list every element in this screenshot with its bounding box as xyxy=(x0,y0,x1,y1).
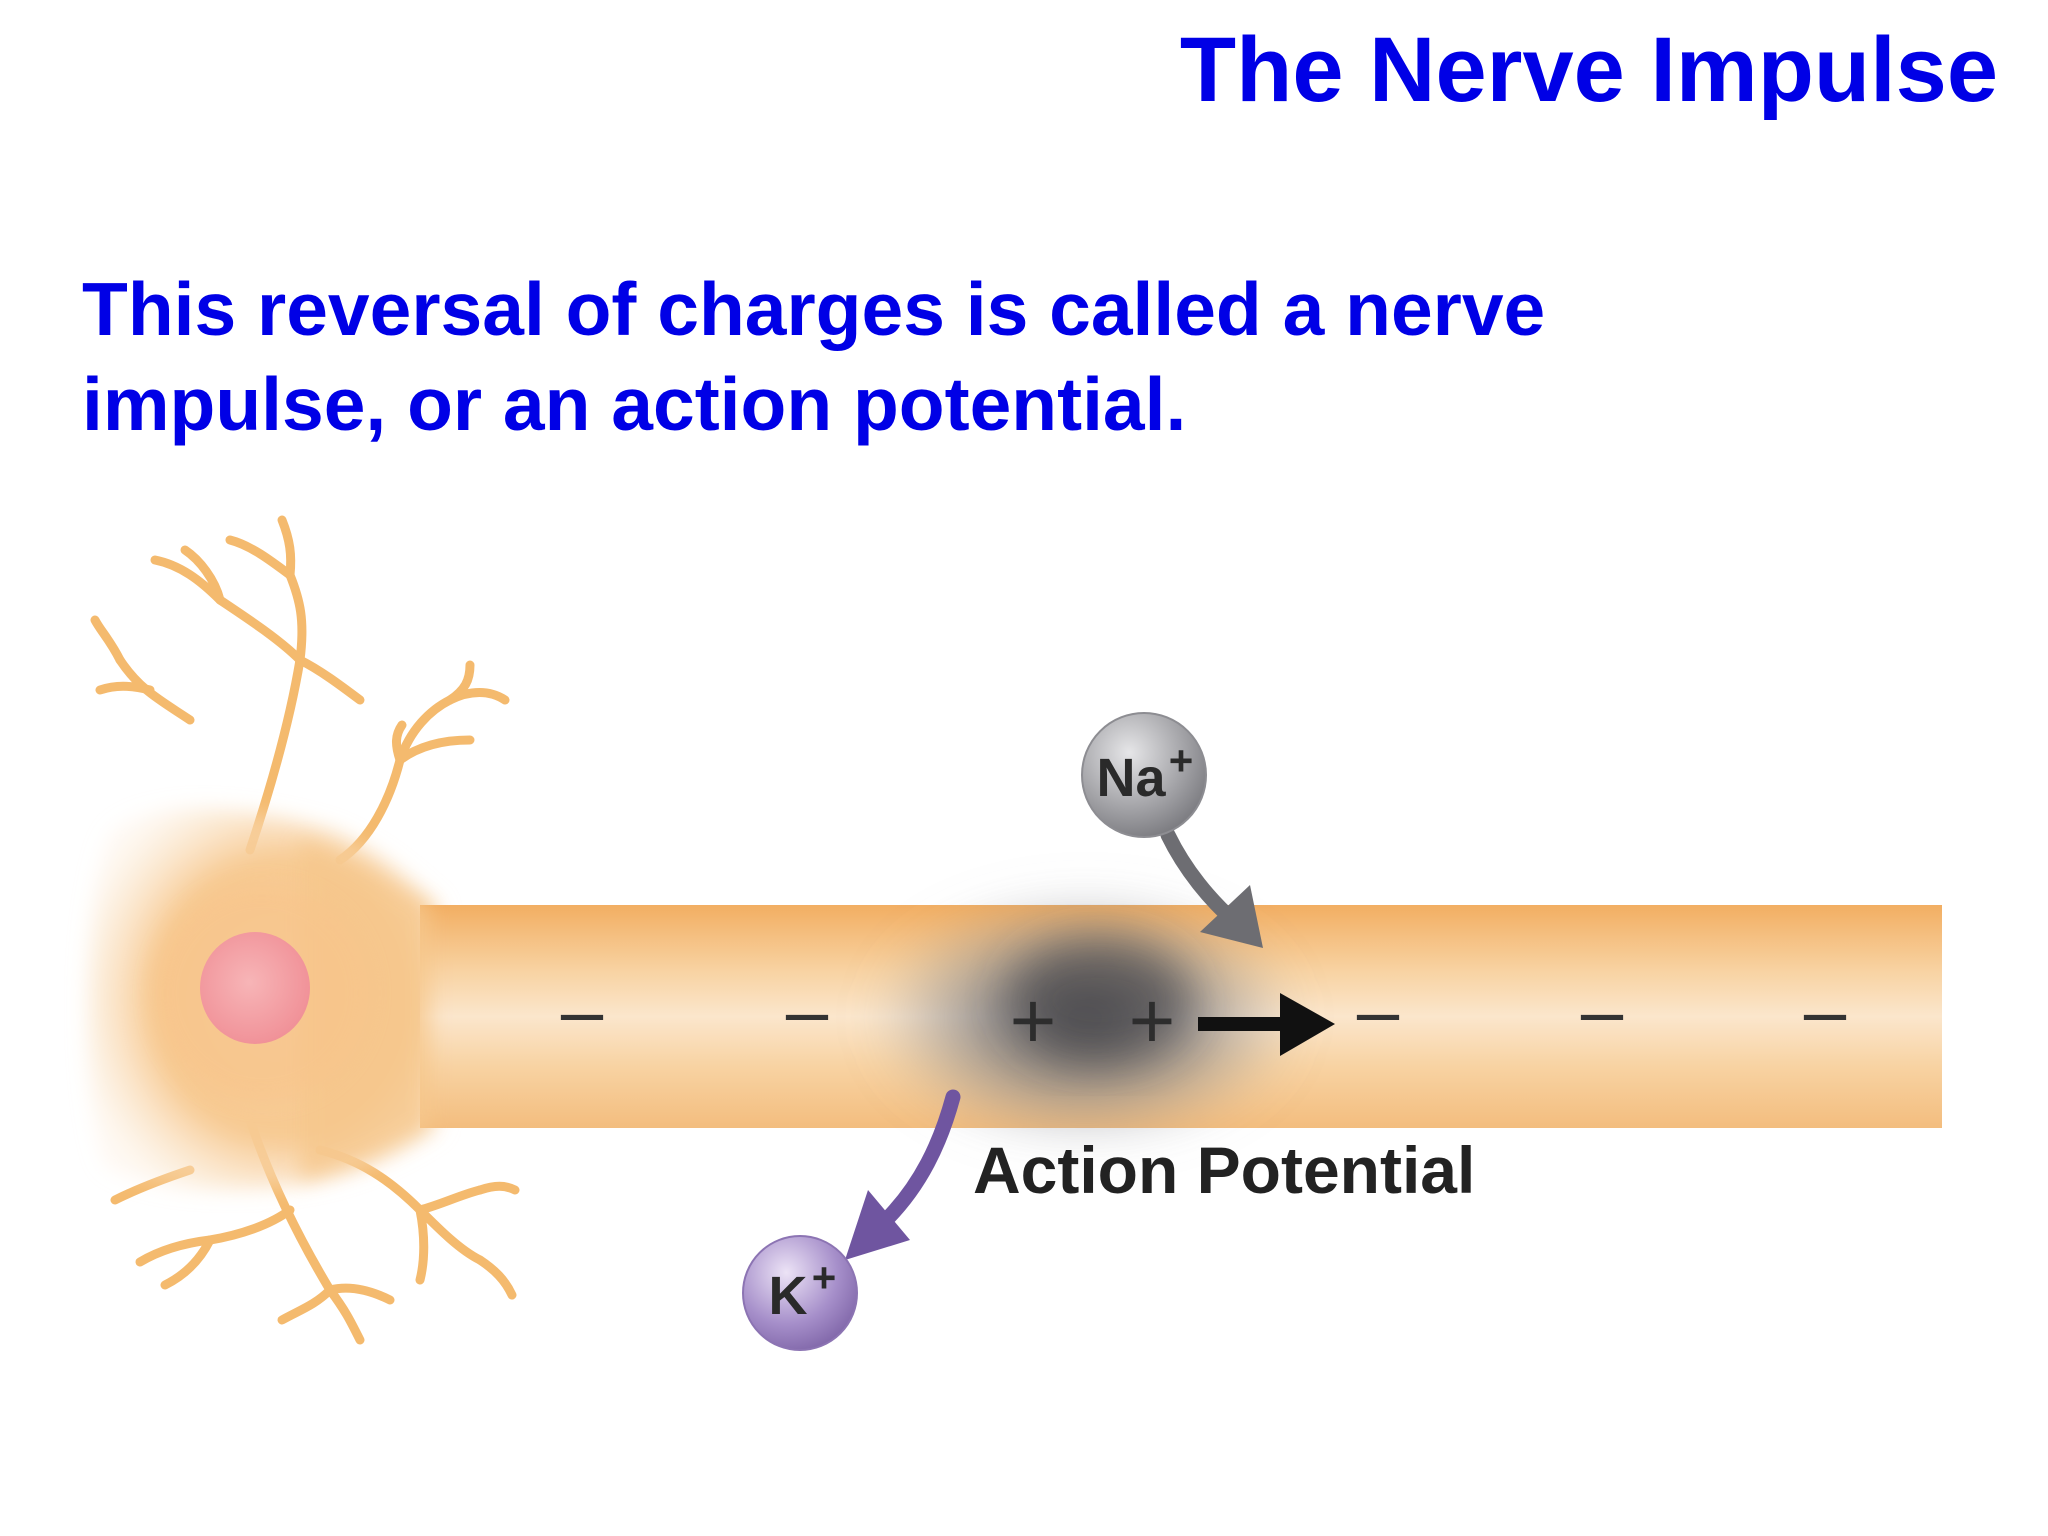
action-potential-region xyxy=(870,890,1300,1146)
propagation-arrow xyxy=(1198,993,1335,1056)
k-efflux-arrow xyxy=(845,1089,961,1260)
sodium-ion-charge: + xyxy=(1169,737,1194,784)
slide-body-text: This reversal of charges is called a ner… xyxy=(82,267,1546,446)
positive-charge: + xyxy=(1010,976,1057,1065)
action-potential-label: Action Potential xyxy=(973,1133,1475,1207)
potassium-ion-symbol: K xyxy=(769,1266,808,1326)
sodium-ion: Na + xyxy=(1081,712,1207,838)
negative-charge: – xyxy=(786,969,829,1054)
na-influx-arrow xyxy=(1160,827,1263,948)
potassium-ion: K + xyxy=(742,1235,858,1351)
potassium-ion-charge: + xyxy=(812,1254,837,1301)
upper-dendrites xyxy=(90,515,510,865)
negative-charge: – xyxy=(1357,969,1400,1054)
membrane-charges: – – + + – – – xyxy=(561,969,1847,1065)
negative-charge: – xyxy=(1581,969,1624,1054)
positive-charge: + xyxy=(1129,976,1176,1065)
sodium-ion-symbol: Na xyxy=(1096,748,1166,808)
negative-charge: – xyxy=(561,969,604,1054)
lower-dendrites xyxy=(110,1115,520,1345)
slide-title: The Nerve Impulse xyxy=(1179,19,1998,121)
negative-charge: – xyxy=(1804,969,1847,1054)
nucleus xyxy=(200,932,310,1044)
